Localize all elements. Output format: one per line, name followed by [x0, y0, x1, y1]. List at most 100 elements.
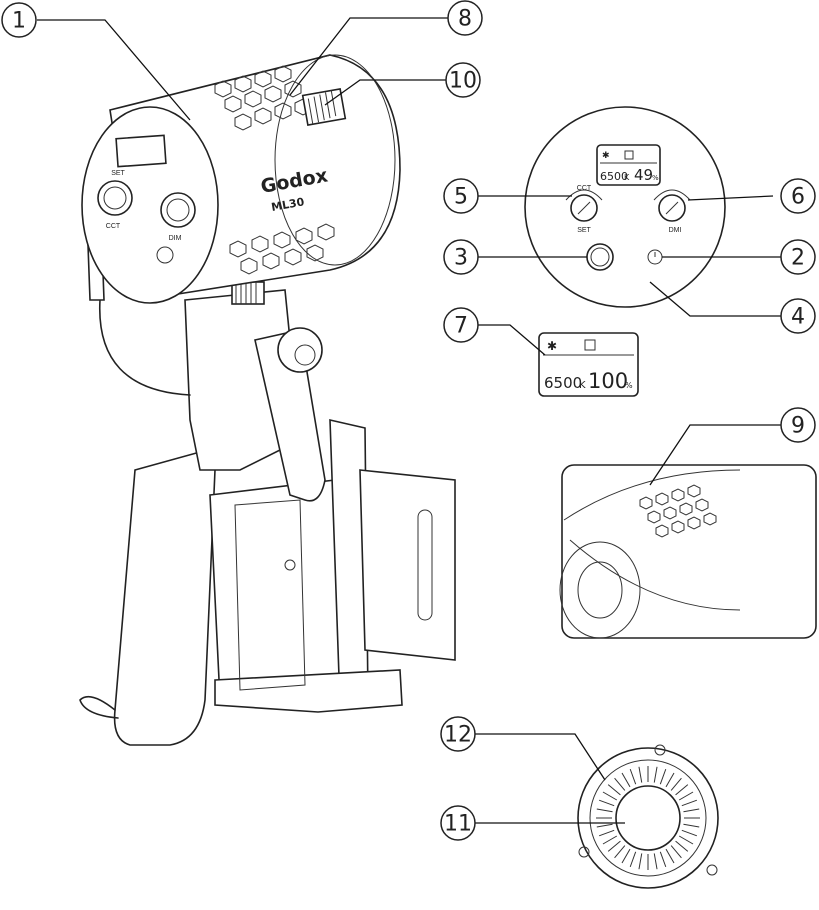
- front-knob-dim: [160, 192, 196, 228]
- lcd-frame: [538, 332, 639, 397]
- bayonet-rib: [665, 772, 675, 788]
- control-panel-detail: ✱ 6500 K 49 % CCT SET DMI: [524, 106, 726, 308]
- bayonet-rib: [659, 851, 667, 868]
- svg-text:12: 12: [444, 723, 472, 748]
- lcd-brightness: 100: [588, 369, 628, 393]
- bayonet-rib: [607, 784, 621, 796]
- callout-9: 9: [780, 407, 816, 443]
- handle-grip: [113, 451, 216, 746]
- svg-text:6: 6: [791, 185, 805, 210]
- bayonet-rib: [629, 768, 637, 785]
- bayonet-rib: [596, 808, 613, 813]
- svg-text:7: 7: [454, 314, 468, 339]
- lcd-screen-detail: ✱ 6500 K 100 %: [538, 332, 639, 397]
- vent-detail-frame: [561, 464, 817, 639]
- vent-honeycomb-bottom: [229, 223, 335, 275]
- vent-detail: [559, 464, 817, 639]
- bayonet-rib: [629, 851, 637, 868]
- bayonet-rib: [621, 772, 631, 788]
- bayonet-rib: [621, 848, 631, 864]
- lcd-temp: 6500: [544, 374, 582, 392]
- callout-7: 7: [443, 307, 479, 343]
- callout-10: 10: [445, 62, 481, 98]
- callout-4: 4: [780, 298, 816, 334]
- bayonet-rib: [607, 840, 621, 852]
- bayonet-rib: [598, 829, 615, 837]
- panel-label-set: SET: [577, 227, 591, 234]
- light-head-front: [81, 106, 219, 304]
- bayonet-center-lens: [615, 785, 681, 851]
- bayonet-rib: [670, 845, 682, 859]
- plate-inner: [234, 499, 306, 691]
- callout-2: 2: [780, 239, 816, 275]
- handle-foot: [79, 695, 119, 719]
- bayonet-rib: [596, 823, 613, 828]
- battery-box: [359, 469, 456, 661]
- bayonet-rib: [659, 768, 667, 785]
- bayonet-rib: [638, 853, 643, 870]
- svg-text:9: 9: [791, 414, 805, 439]
- bayonet-rib: [653, 853, 658, 870]
- panel-lcd-brightness: 49: [634, 166, 653, 184]
- front-label-cct: CCT: [106, 223, 121, 230]
- panel-lcd-brightness-unit: %: [652, 174, 659, 182]
- bayonet-rib: [675, 784, 689, 796]
- mount-plate: [209, 479, 346, 701]
- callout-11: 11: [440, 805, 476, 841]
- callout-1: 1: [1, 2, 37, 38]
- bayonet-rib: [678, 835, 694, 845]
- front-label-set: SET: [111, 170, 125, 177]
- base-plate: [214, 669, 403, 713]
- bayonet-rib: [602, 835, 618, 845]
- lcd-bluetooth-icon: ✱: [547, 339, 557, 353]
- svg-text:5: 5: [454, 185, 468, 210]
- bayonet-rib: [683, 808, 700, 813]
- bayonet-rib: [670, 777, 682, 791]
- panel-lcd-temp-unit: K: [624, 173, 630, 182]
- leader-lines: [37, 17, 781, 824]
- panel-lcd-mode-icon: [624, 150, 634, 160]
- power-cable: [99, 299, 191, 396]
- bayonet-rib: [653, 766, 658, 783]
- svg-text:3: 3: [454, 246, 468, 271]
- front-lcd-screen: [115, 134, 167, 168]
- front-power-button: [156, 246, 174, 264]
- bracket-arm: [184, 289, 301, 471]
- bayonet-rib: [614, 845, 626, 859]
- bayonet-rib: [683, 823, 700, 828]
- panel-lcd-bluetooth-icon: ✱: [602, 151, 610, 161]
- panel-lcd: [596, 144, 661, 186]
- locking-lever: [254, 329, 326, 502]
- svg-text:2: 2: [791, 246, 805, 271]
- light-head-rear-edge: [274, 54, 396, 266]
- bayonet-ribs: [596, 766, 700, 870]
- panel-label-dmi: DMI: [669, 227, 682, 234]
- bayonet-rib: [681, 829, 698, 837]
- svg-text:4: 4: [791, 305, 805, 330]
- svg-text:11: 11: [444, 812, 472, 837]
- bayonet-rib: [602, 791, 618, 801]
- callout-8: 8: [447, 0, 483, 36]
- bayonet-mount-detail: [577, 744, 719, 889]
- callout-6: 6: [780, 178, 816, 214]
- bayonet-rib: [665, 848, 675, 864]
- bayonet-rib: [614, 777, 626, 791]
- lcd-temp-unit: K: [579, 380, 586, 391]
- bayonet-rib: [598, 799, 615, 807]
- svg-text:1: 1: [12, 9, 26, 34]
- callout-5: 5: [443, 178, 479, 214]
- svg-text:8: 8: [458, 7, 472, 32]
- lcd-brightness-unit: %: [625, 381, 633, 390]
- bayonet-rib: [678, 791, 694, 801]
- plate-screw: [284, 559, 296, 571]
- panel-face: [524, 106, 726, 308]
- bayonet-rib: [681, 799, 698, 807]
- lcd-mode-icon: [584, 339, 596, 351]
- panel-label-cct: CCT: [577, 185, 592, 192]
- bayonet-rib: [638, 766, 643, 783]
- front-knob-cct: [97, 180, 133, 216]
- lever-knob: [277, 327, 323, 373]
- battery-slot: [417, 509, 433, 621]
